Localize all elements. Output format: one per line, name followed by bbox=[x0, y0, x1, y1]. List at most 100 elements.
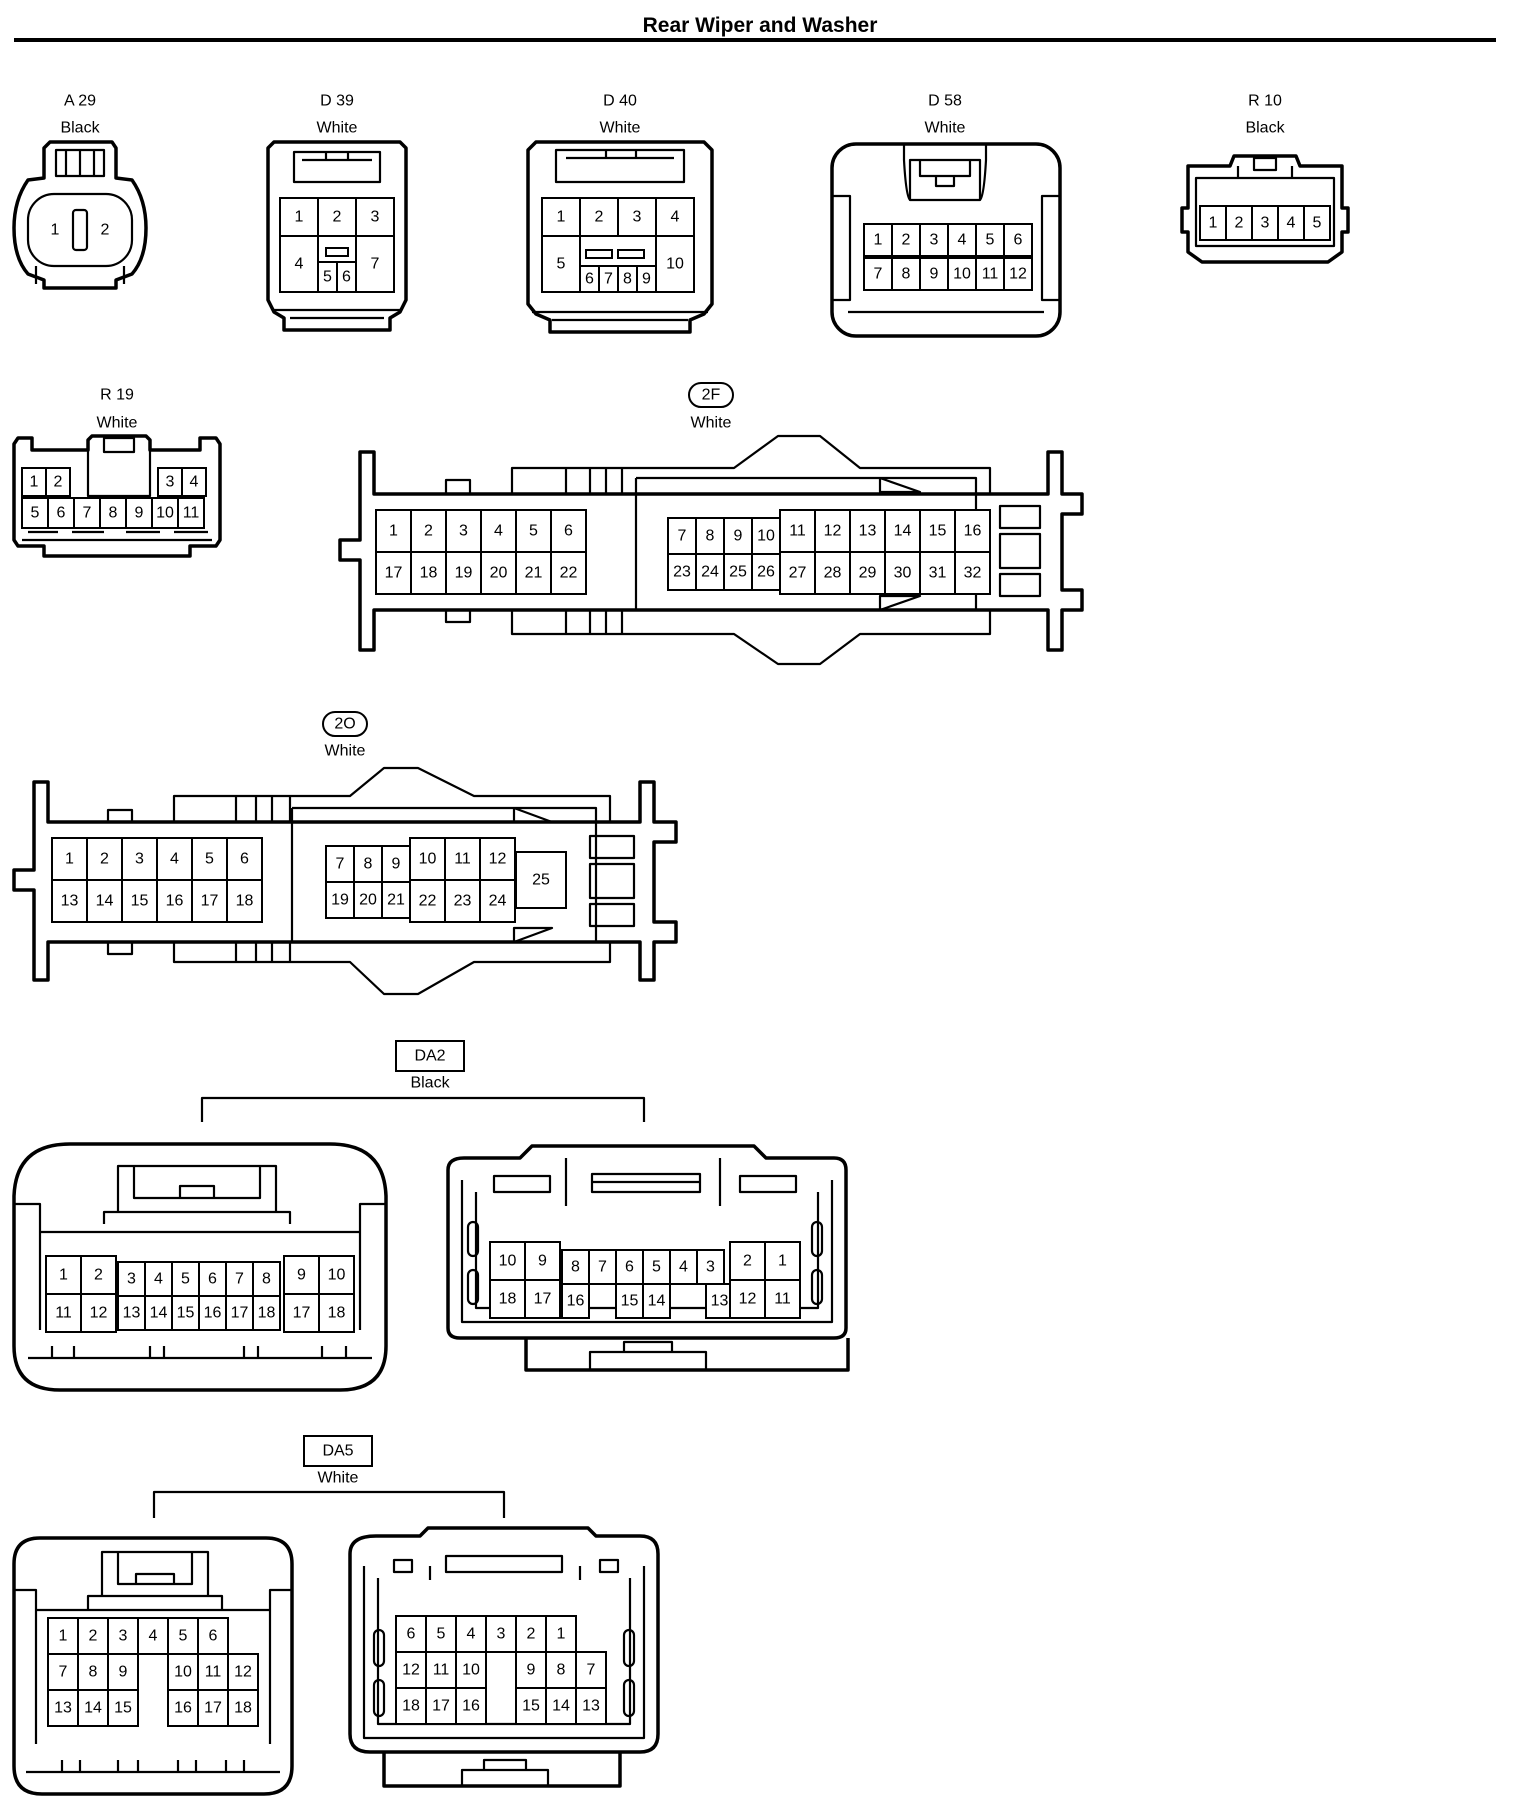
pin-number: 5 bbox=[31, 505, 40, 522]
pin-box bbox=[177, 497, 205, 529]
pin-number: 4 bbox=[494, 523, 503, 540]
pin-box bbox=[353, 881, 383, 919]
pin-number: 14 bbox=[96, 893, 114, 910]
pin-cell: 5 bbox=[425, 1615, 457, 1653]
pin-cell: 13 bbox=[117, 1295, 146, 1331]
pin-number: 5 bbox=[205, 851, 214, 868]
pin-number: 10 bbox=[462, 1662, 480, 1679]
pin-cell: 6 bbox=[1003, 223, 1033, 257]
connector-d58: D 58 White bbox=[830, 93, 1062, 338]
pin-number: 10 bbox=[328, 1267, 346, 1284]
connector-r10: R 10 Black bbox=[1180, 93, 1350, 264]
pin-box bbox=[545, 1615, 577, 1653]
connector-id-label: D 39 bbox=[320, 93, 354, 110]
pin-cell: 18 bbox=[318, 1293, 355, 1333]
connector-side-key bbox=[466, 1220, 480, 1258]
pin-cell: 2 bbox=[1225, 205, 1253, 241]
pin-cell: 6 bbox=[615, 1249, 644, 1285]
pin-number: 13 bbox=[61, 893, 79, 910]
connector-d40: D 40 White bbox=[526, 93, 714, 334]
pin-cell: 12 bbox=[395, 1651, 427, 1689]
pin-number: 11 bbox=[982, 266, 999, 283]
pin-cell: 28 bbox=[814, 551, 851, 595]
pin-cell: 13 bbox=[849, 509, 886, 553]
pin-number: 1 bbox=[295, 209, 304, 226]
pin-number: 6 bbox=[564, 523, 573, 540]
pin-box bbox=[77, 1689, 109, 1727]
pin-number: 25 bbox=[729, 564, 747, 581]
pin-cell: 2 bbox=[45, 467, 71, 497]
pin-box bbox=[252, 1295, 281, 1331]
connector-upper-shell bbox=[444, 434, 992, 494]
connector-housing-left bbox=[12, 1142, 388, 1392]
pin-number: 30 bbox=[894, 565, 912, 582]
pin-number: 8 bbox=[623, 271, 632, 288]
pin-box bbox=[642, 1249, 671, 1285]
pin-number: 10 bbox=[666, 256, 684, 273]
pin-box bbox=[550, 509, 587, 553]
connector-housing bbox=[338, 450, 1084, 652]
pin-number: 15 bbox=[131, 893, 149, 910]
pin-box bbox=[325, 881, 355, 919]
pin-cell: 12 bbox=[227, 1653, 259, 1691]
connector-d39: D 39 White bbox=[266, 93, 408, 332]
pin-number: 4 bbox=[671, 209, 680, 226]
pin-box bbox=[191, 879, 228, 923]
pin-cell: 2 bbox=[77, 1617, 109, 1655]
pin-cell: 17 bbox=[283, 1293, 320, 1333]
pin-number: 17 bbox=[432, 1698, 450, 1715]
pin-cell: 16 bbox=[198, 1295, 227, 1331]
pin-number: 8 bbox=[89, 1664, 98, 1681]
pin-cell: 3 bbox=[445, 509, 482, 553]
pin-number: 4 bbox=[149, 1628, 158, 1645]
pin-number: 14 bbox=[150, 1305, 168, 1322]
pin-number: 9 bbox=[642, 271, 651, 288]
connector-housing bbox=[12, 140, 148, 290]
pin-box bbox=[550, 551, 587, 595]
pin-cell: 3 bbox=[355, 197, 395, 237]
pin-box bbox=[181, 467, 207, 497]
pin-cell: 7 bbox=[588, 1249, 617, 1285]
pin-number: 7 bbox=[83, 505, 92, 522]
pin-number: 10 bbox=[174, 1664, 192, 1681]
pin-cell: 31 bbox=[919, 551, 956, 595]
pin-box bbox=[975, 223, 1005, 257]
pin-cell: 16 bbox=[167, 1689, 199, 1727]
pin-cell: 14 bbox=[144, 1295, 173, 1331]
pin-box bbox=[954, 509, 991, 553]
pin-cell: 29 bbox=[849, 551, 886, 595]
pin-number: 12 bbox=[489, 851, 507, 868]
connector-side-key bbox=[622, 1678, 636, 1718]
pin-number: 4 bbox=[958, 232, 967, 249]
connector-latch bbox=[554, 148, 686, 184]
pin-cell: 15 bbox=[121, 879, 158, 923]
pin-cell: 11 bbox=[779, 509, 816, 553]
pin-cell: 6 bbox=[579, 265, 600, 293]
pin-number: 19 bbox=[331, 892, 349, 909]
pin-box bbox=[1003, 223, 1033, 257]
pin-number: 12 bbox=[824, 523, 842, 540]
pin-cell: 3 bbox=[919, 223, 949, 257]
pin-number: 17 bbox=[385, 565, 403, 582]
pin-number: 3 bbox=[166, 474, 175, 491]
pin-cell: 4 bbox=[1277, 205, 1305, 241]
pin-number: 1 bbox=[30, 474, 39, 491]
connector-upper-shell bbox=[106, 766, 612, 822]
pin-number: 11 bbox=[205, 1664, 222, 1681]
pin-number: 11 bbox=[454, 851, 471, 868]
pin-cell: 17 bbox=[225, 1295, 254, 1331]
connector-side-rails bbox=[14, 1202, 386, 1360]
pin-cell: 7 bbox=[863, 257, 893, 291]
pin-number: 22 bbox=[560, 565, 578, 582]
pin-box bbox=[21, 497, 49, 529]
pin-cell: 6 bbox=[226, 837, 263, 881]
pin-cell: 1 bbox=[47, 1617, 79, 1655]
connector-color-label: Black bbox=[1245, 120, 1285, 137]
connector-inner-frame bbox=[362, 1566, 646, 1740]
connector-latch bbox=[492, 1158, 798, 1206]
pin-box bbox=[642, 1283, 671, 1319]
pin-box bbox=[355, 235, 395, 293]
connector-latch bbox=[102, 1164, 292, 1224]
connector-foot-latch bbox=[460, 1758, 550, 1786]
pin-number: 8 bbox=[557, 1662, 566, 1679]
